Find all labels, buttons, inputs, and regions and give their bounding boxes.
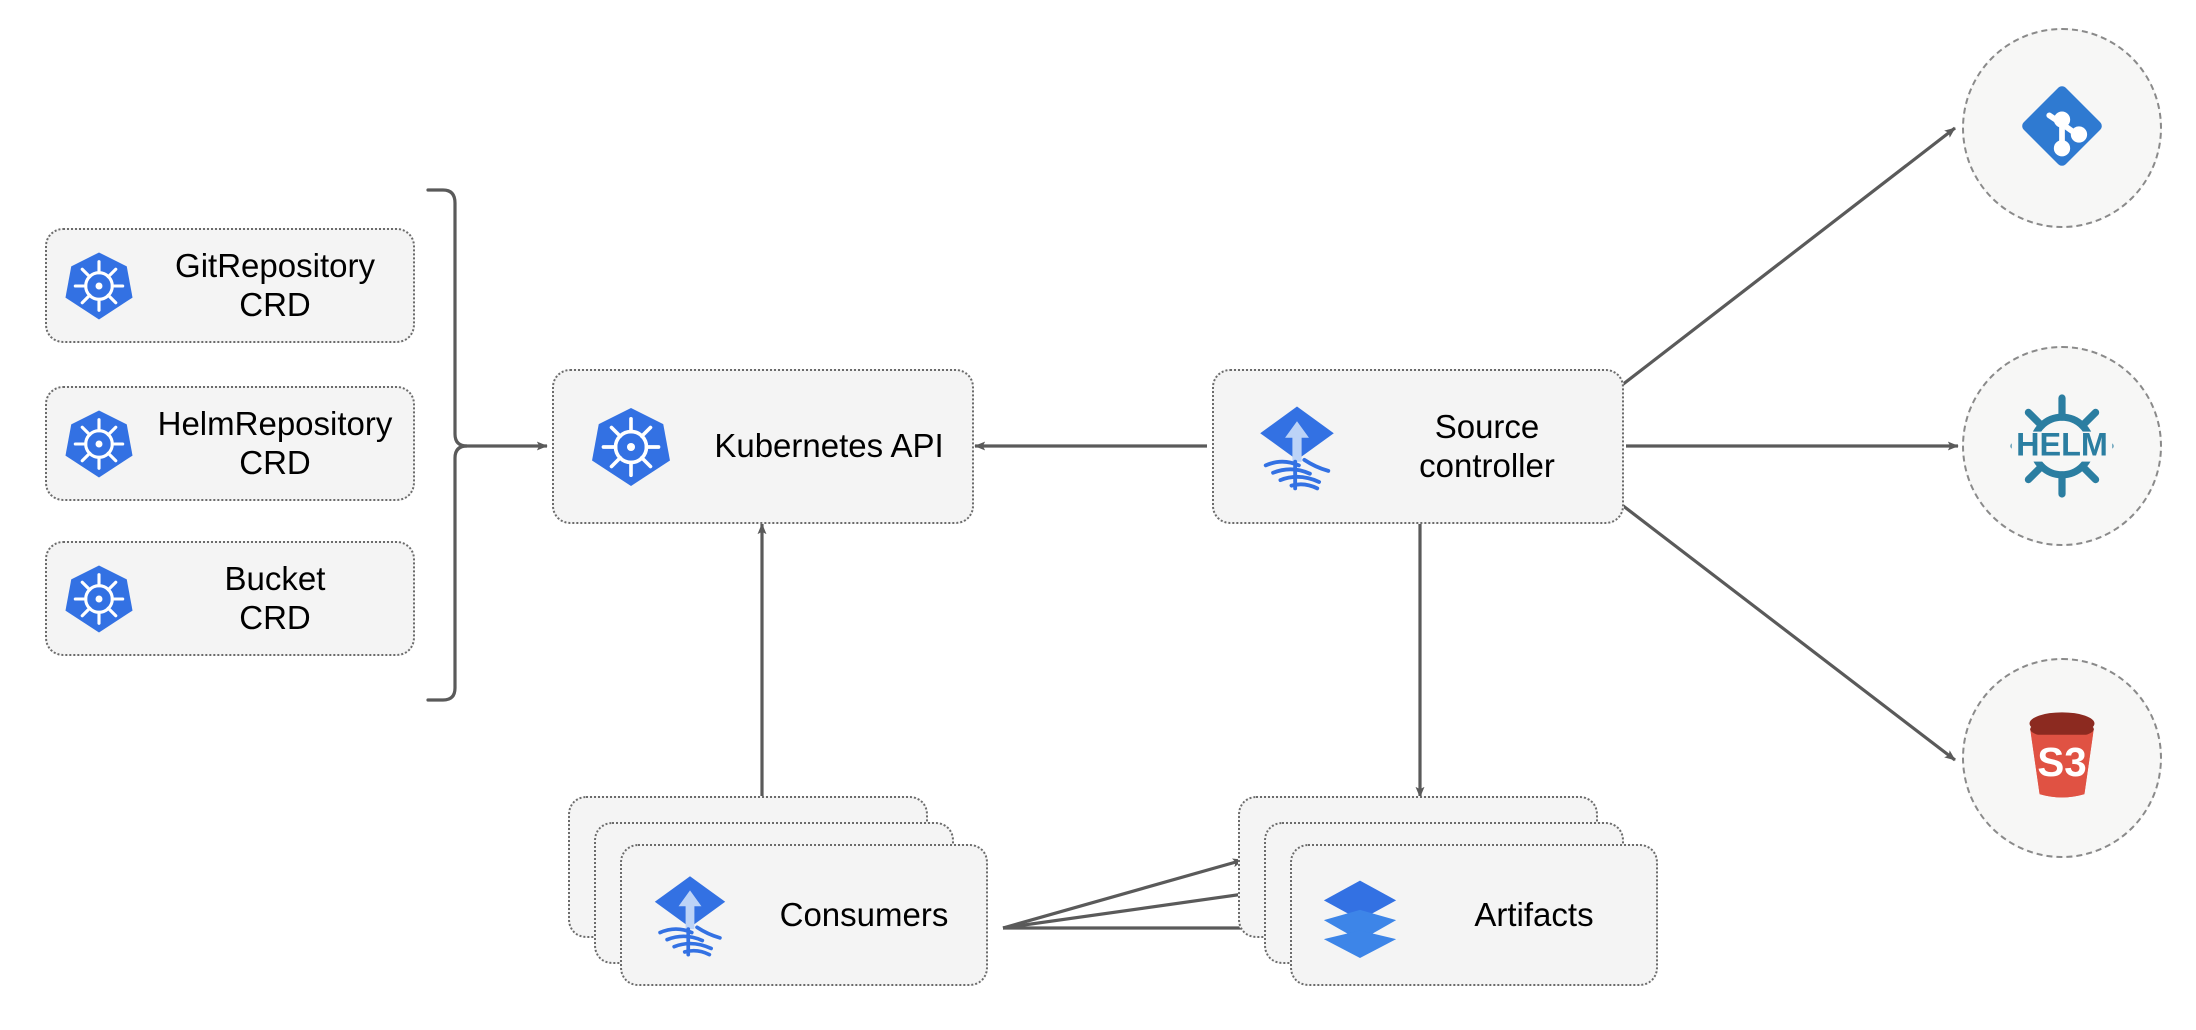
node-consumers-stack[interactable]: Consumers xyxy=(568,796,1008,986)
kubernetes-icon xyxy=(47,249,151,323)
helm-label: HELM xyxy=(2016,427,2108,463)
node-label: Kubernetes API xyxy=(714,427,944,465)
edge-source-to-git xyxy=(1621,126,1956,387)
edge-consumers-to-artifacts-1 xyxy=(1002,858,1244,930)
external-git[interactable] xyxy=(1962,28,2162,228)
crd-card-gitrepository[interactable]: GitRepository CRD xyxy=(45,228,415,343)
s3-bucket-icon: S3 xyxy=(2006,700,2118,817)
kubernetes-icon xyxy=(47,562,151,636)
kubernetes-icon xyxy=(47,407,151,481)
git-icon xyxy=(2009,73,2115,184)
s3-label: S3 xyxy=(2037,739,2086,785)
crd-card-label: HelmRepository CRD xyxy=(157,404,393,481)
flux-icon xyxy=(638,871,742,959)
node-artifacts-stack[interactable]: Artifacts xyxy=(1238,796,1678,986)
edge-source-to-s3 xyxy=(1621,503,1956,762)
crd-card-label: Bucket CRD xyxy=(224,559,326,636)
node-consumers[interactable]: Consumers xyxy=(620,844,988,986)
node-label: Artifacts xyxy=(1474,895,1594,933)
node-kubernetes-api[interactable]: Kubernetes API xyxy=(552,369,974,524)
layers-icon xyxy=(1308,872,1412,958)
crd-bracket xyxy=(426,188,468,702)
node-label: Source controller xyxy=(1419,407,1555,484)
crd-card-helmrepository[interactable]: HelmRepository CRD xyxy=(45,386,415,501)
flux-icon xyxy=(1242,401,1352,493)
external-helm[interactable]: HELM xyxy=(1962,346,2162,546)
edge-consumers-to-artifacts-2 xyxy=(1002,886,1273,930)
node-source-controller[interactable]: Source controller xyxy=(1212,369,1624,524)
crd-card-bucket[interactable]: Bucket CRD xyxy=(45,541,415,656)
external-s3[interactable]: S3 xyxy=(1962,658,2162,858)
node-label: Consumers xyxy=(779,895,949,933)
kubernetes-icon xyxy=(576,404,686,490)
helm-icon: HELM xyxy=(2002,386,2122,506)
crd-card-label: GitRepository CRD xyxy=(175,246,375,323)
node-artifacts[interactable]: Artifacts xyxy=(1290,844,1658,986)
